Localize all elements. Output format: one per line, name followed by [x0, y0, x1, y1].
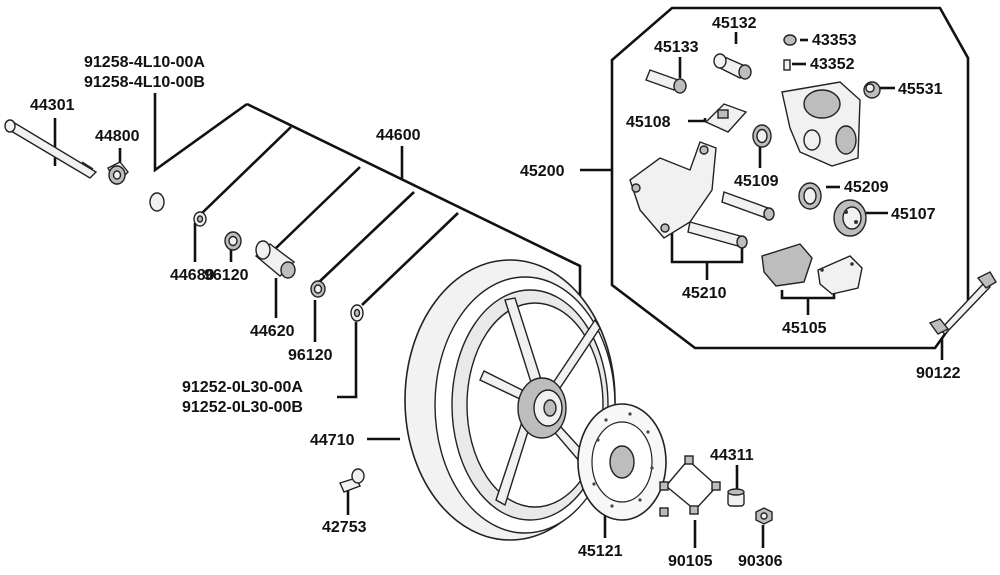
rear-wheel-44710 [404, 259, 616, 541]
collar-44800 [107, 161, 129, 186]
nut-90306 [755, 507, 773, 525]
label-44600: 44600 [376, 127, 421, 144]
label-91252-b: 91252-0L30-00B [182, 399, 303, 416]
label-91252-a: 91252-0L30-00A [182, 379, 303, 396]
cap-45531 [863, 81, 881, 99]
label-44710: 44710 [310, 432, 355, 449]
disc-bolts-90105 [659, 455, 721, 517]
label-45108: 45108 [626, 114, 671, 131]
label-45200: 45200 [520, 163, 565, 180]
label-90122: 90122 [916, 365, 961, 382]
brake-disc-45121 [577, 403, 667, 521]
seal-45209 [798, 182, 822, 210]
label-45107: 45107 [891, 206, 936, 223]
piston-45107 [833, 199, 867, 237]
label-45132: 45132 [712, 15, 757, 32]
pin-45132 [713, 53, 752, 80]
label-96120-right: 96120 [288, 347, 333, 364]
label-44301: 44301 [30, 97, 75, 114]
ring-45109 [752, 124, 772, 148]
label-45105: 45105 [782, 320, 827, 337]
oring-91258 [149, 192, 165, 212]
caliper-body [781, 81, 861, 167]
label-44680: 44680 [170, 267, 215, 284]
label-43352: 43352 [810, 56, 855, 73]
label-45133: 45133 [654, 39, 699, 56]
clip-45108 [704, 103, 748, 133]
axle-44301 [4, 119, 98, 179]
caliper-bracket [629, 141, 717, 239]
label-44311: 44311 [710, 447, 754, 464]
label-42753: 42753 [322, 519, 367, 536]
bearing-96120-right [310, 280, 326, 298]
pads-45105 [761, 243, 863, 295]
bleeder-43352 [783, 59, 791, 71]
label-91258-a: 91258-4L10-00A [84, 54, 205, 71]
label-45121: 45121 [578, 543, 623, 560]
spacer-44620 [254, 240, 296, 279]
label-45210: 45210 [682, 285, 727, 302]
label-43353: 43353 [812, 32, 857, 49]
pins-45210 [687, 191, 775, 249]
bearing-96120-left [224, 231, 242, 251]
bolt-90122 [928, 271, 997, 335]
seal-44680 [193, 211, 207, 227]
collar-44311 [727, 488, 745, 507]
seal-91252 [350, 304, 364, 322]
label-45531: 45531 [898, 81, 943, 98]
caliper-group-outline [610, 6, 970, 350]
label-45109: 45109 [734, 173, 779, 190]
label-44800: 44800 [95, 128, 140, 145]
label-45209: 45209 [844, 179, 889, 196]
label-90306: 90306 [738, 553, 783, 570]
part-labels: 44301 44800 91258-4L10-00A 91258-4L10-00… [30, 15, 961, 570]
label-44620: 44620 [250, 323, 295, 340]
valve-42753 [339, 468, 365, 493]
label-90105: 90105 [668, 553, 713, 570]
label-96120-left: 96120 [204, 267, 249, 284]
cap-43353 [783, 34, 797, 46]
pin-45133 [645, 69, 687, 94]
label-91258-b: 91258-4L10-00B [84, 74, 205, 91]
